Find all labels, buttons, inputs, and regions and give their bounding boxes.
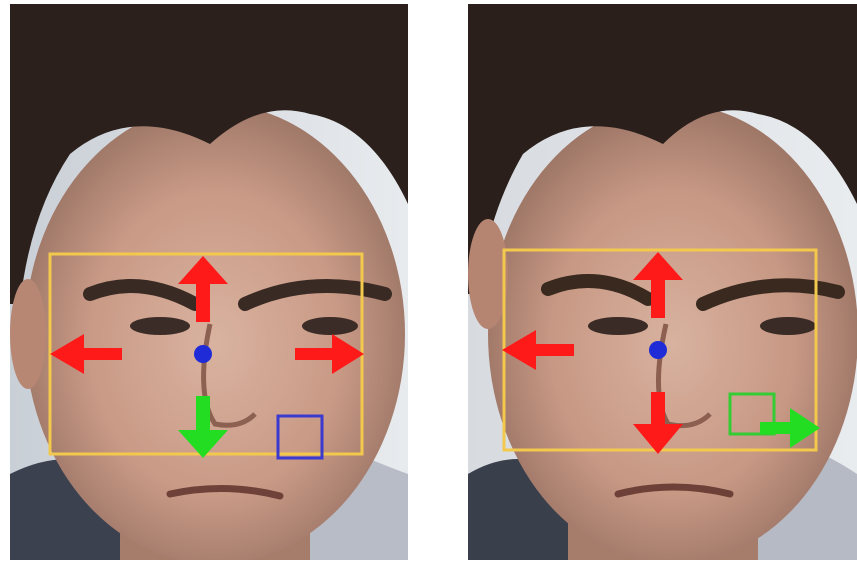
ear xyxy=(468,219,508,329)
right-eye xyxy=(760,317,816,335)
left-eyebrow xyxy=(83,279,202,311)
right-eyebrow xyxy=(238,279,392,311)
face xyxy=(488,104,857,560)
arrow-up-icon xyxy=(178,256,228,322)
arrow-left-icon xyxy=(50,334,122,374)
face-illustration-right xyxy=(468,4,857,560)
center-dot xyxy=(194,345,212,363)
arrow-down-icon xyxy=(633,392,683,454)
right-eyebrow xyxy=(696,278,845,311)
left-eyebrow xyxy=(541,274,655,306)
marker-square xyxy=(276,414,324,460)
mouth xyxy=(166,484,284,500)
hair xyxy=(468,4,857,294)
center-dot xyxy=(649,341,667,359)
ear xyxy=(10,279,46,389)
marker-square xyxy=(728,392,776,436)
arrow-down-icon xyxy=(178,396,228,458)
arrow-right-icon xyxy=(295,334,364,374)
left-eye xyxy=(588,317,648,335)
arrow-up-icon xyxy=(633,252,683,318)
right-eye xyxy=(302,317,358,335)
face-photo-right xyxy=(468,4,857,560)
arrow-right-icon xyxy=(760,408,820,448)
mouth xyxy=(614,483,734,498)
face-illustration-left xyxy=(10,4,408,560)
arrow-left-icon xyxy=(502,330,574,370)
hair xyxy=(10,4,408,304)
face xyxy=(25,104,405,560)
left-eye xyxy=(130,317,190,335)
face-photo-left xyxy=(10,4,408,560)
